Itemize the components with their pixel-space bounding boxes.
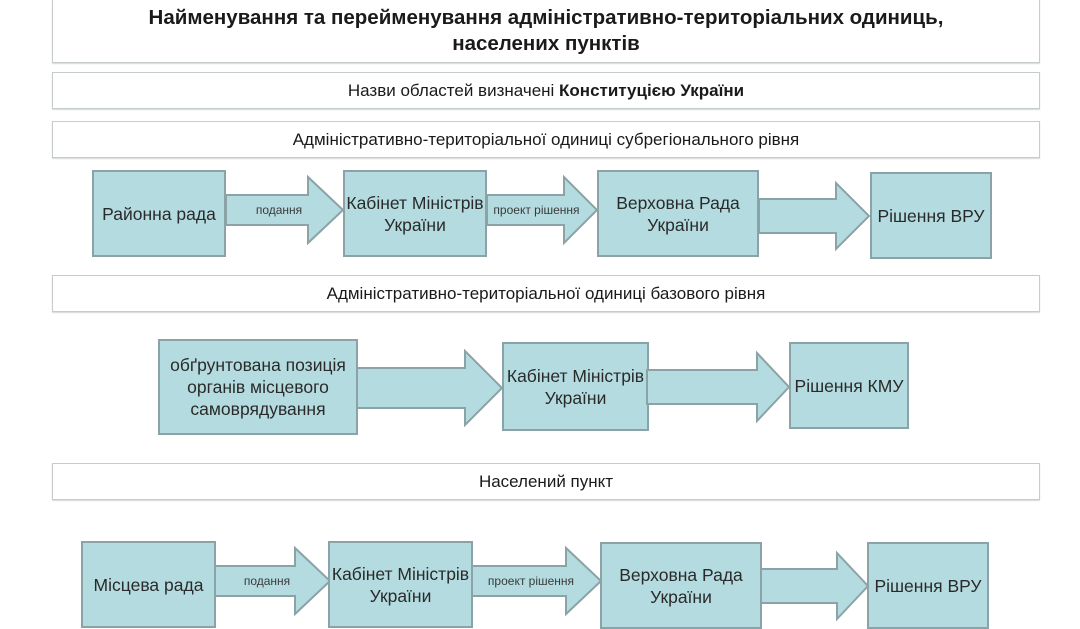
- arrow-submission: подання: [225, 174, 345, 246]
- node-vru-decision: Рішення ВРУ: [867, 542, 989, 629]
- oblasts-text: Назви областей визначені Конституцією Ук…: [347, 80, 745, 100]
- title-line-1: Найменування та перейменування адміністр…: [148, 6, 944, 29]
- arrow-label: подання: [255, 203, 303, 217]
- arrow-submission: подання: [214, 545, 332, 617]
- arrow-to-kmu-decision: [646, 350, 791, 424]
- arrow-draft-decision: проект рішення: [471, 545, 603, 617]
- basic-level-heading: Адміністративно-територіальної одиниці б…: [52, 275, 1040, 312]
- arrow-label: проект рішення: [493, 203, 580, 217]
- arrow-shape: [758, 180, 871, 252]
- arrow-shape: [646, 350, 791, 424]
- oblasts-banner: Назви областей визначені Конституцією Ук…: [52, 72, 1040, 109]
- arrow-shape: [214, 545, 332, 617]
- arrow-shape: [471, 545, 603, 617]
- node-cabinet-of-ministers: Кабінет Міністрів України: [502, 342, 649, 431]
- node-cabinet-of-ministers: Кабінет Міністрів України: [343, 170, 487, 257]
- settlement-heading: Населений пункт: [52, 463, 1040, 500]
- diagram-title: Найменування та перейменування адміністр…: [52, 0, 1040, 63]
- constitution-label: Конституцією України: [559, 80, 745, 100]
- arrow-to-cabinet: [356, 348, 504, 428]
- arrow-to-decision: [758, 180, 871, 252]
- arrow-label: проект рішення: [487, 574, 575, 588]
- arrow-shape: [356, 348, 504, 428]
- node-local-council: Місцева рада: [81, 541, 216, 628]
- arrow-label: подання: [243, 574, 291, 588]
- node-cabinet-of-ministers: Кабінет Міністрів України: [328, 541, 473, 628]
- node-verkhovna-rada: Верховна Рада України: [600, 542, 762, 629]
- node-vru-decision: Рішення ВРУ: [870, 172, 992, 259]
- node-district-council: Районна рада: [92, 170, 226, 257]
- node-verkhovna-rada: Верховна Рада України: [597, 170, 759, 257]
- arrow-shape: [760, 550, 870, 622]
- title-line-2: населених пунктів: [452, 32, 640, 55]
- node-kmu-decision: Рішення КМУ: [789, 342, 909, 429]
- arrow-shape: [486, 174, 599, 246]
- arrow-shape: [225, 174, 345, 246]
- arrow-draft-decision: проект рішення: [486, 174, 599, 246]
- node-local-government-position: обґрунтована позиція органів місцевого с…: [158, 339, 358, 435]
- arrow-to-decision: [760, 550, 870, 622]
- subregional-heading: Адміністративно-територіальної одиниці с…: [52, 121, 1040, 158]
